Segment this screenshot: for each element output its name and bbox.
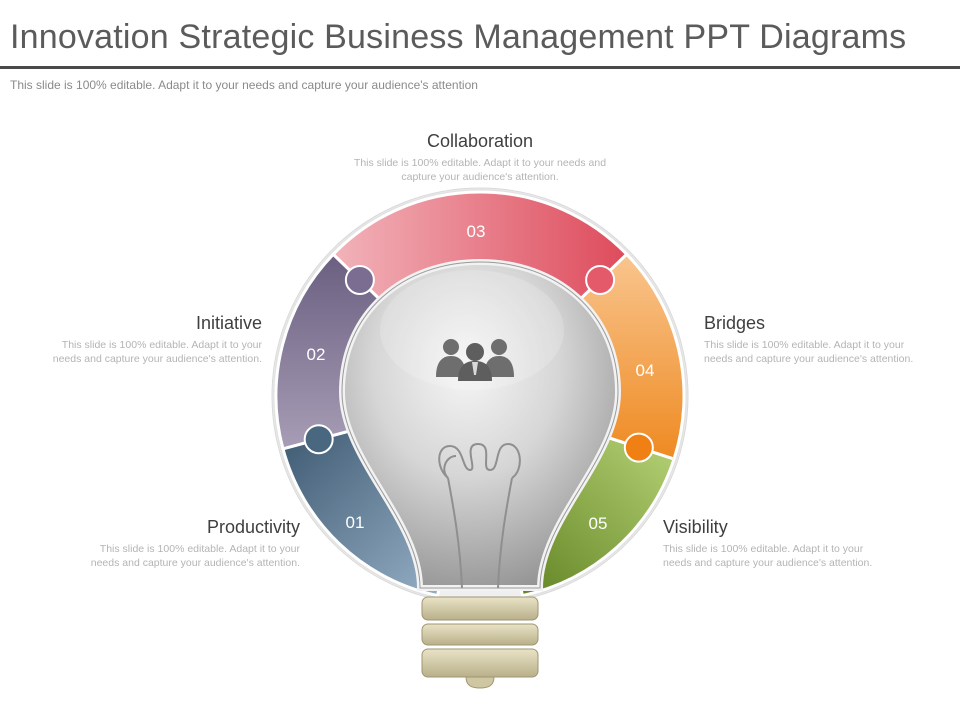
lightbulb-base bbox=[421, 596, 539, 689]
segment-04-description: This slide is 100% editable. Adapt it to… bbox=[704, 339, 914, 365]
page-subtitle: This slide is 100% editable. Adapt it to… bbox=[10, 78, 478, 92]
segment-01-description: This slide is 100% editable. Adapt it to… bbox=[90, 543, 300, 569]
people-icon bbox=[436, 339, 514, 381]
segment-03-title: Collaboration bbox=[426, 131, 534, 151]
glass-highlight bbox=[380, 270, 564, 390]
label-initiative: Initiative This slide is 100% editable. … bbox=[50, 313, 262, 366]
segment-04-number: 04 bbox=[636, 361, 655, 380]
puzzle-knob-1 bbox=[303, 424, 334, 455]
segment-02-title: Initiative bbox=[195, 313, 262, 333]
segment-04-title: Bridges bbox=[704, 313, 766, 333]
segment-01-title: Productivity bbox=[206, 517, 300, 537]
filament-icon bbox=[438, 442, 521, 589]
puzzle-knob-3 bbox=[585, 264, 616, 295]
segment-03-number: 03 bbox=[467, 222, 486, 241]
segment-03-description: This slide is 100% editable. Adapt it to… bbox=[353, 157, 607, 183]
segment-05-number: 05 bbox=[589, 514, 608, 533]
segment-05-description: This slide is 100% editable. Adapt it to… bbox=[663, 543, 873, 569]
segment-02-number: 02 bbox=[307, 345, 326, 364]
label-visibility: Visibility This slide is 100% editable. … bbox=[663, 517, 875, 570]
puzzle-knob-4 bbox=[623, 432, 654, 463]
label-collaboration: Collaboration This slide is 100% editabl… bbox=[330, 131, 630, 184]
page-title: Innovation Strategic Business Management… bbox=[10, 18, 907, 56]
puzzle-knob-2 bbox=[344, 264, 375, 295]
label-productivity: Productivity This slide is 100% editable… bbox=[88, 517, 300, 570]
segment-05-title: Visibility bbox=[663, 517, 728, 537]
segment-02-description: This slide is 100% editable. Adapt it to… bbox=[52, 339, 262, 365]
lightbulb-glass-edge bbox=[341, 261, 619, 589]
label-bridges: Bridges This slide is 100% editable. Ada… bbox=[704, 313, 916, 366]
title-divider bbox=[0, 66, 960, 69]
segment-01-number: 01 bbox=[346, 513, 365, 532]
